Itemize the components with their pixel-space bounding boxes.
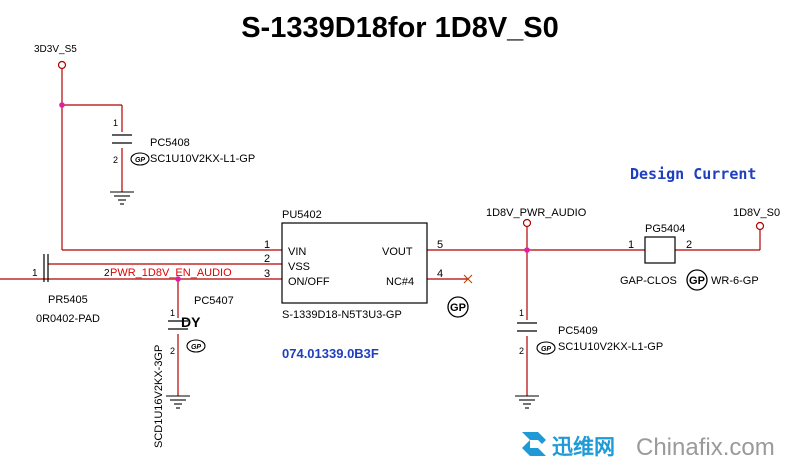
pu5402-pin-num-vin: 1: [264, 239, 270, 251]
net-label-pwr-audio: 1D8V_PWR_AUDIO: [486, 207, 587, 219]
page-title: S-1339D18for 1D8V_S0: [241, 12, 559, 44]
pu5402-ref: PU5402: [282, 209, 322, 221]
pu5402-pin-vin: VIN: [288, 246, 306, 258]
pu5402-body: [281, 222, 428, 304]
pc5408-value: SC1U10V2KX-L1-GP: [150, 153, 255, 165]
wires: [0, 68, 761, 396]
net-label-3d3v: 3D3V_S5: [34, 44, 77, 55]
pu5402-value: S-1339D18-N5T3U3-GP: [282, 309, 402, 321]
junctions: [59, 102, 530, 282]
junction-pwr-audio: [524, 247, 530, 253]
pc5409-gp-icon: GP: [536, 341, 556, 355]
gnd-symbol-pc5407: [166, 395, 190, 409]
pu5402-pin-num-onoff: 3: [264, 268, 270, 280]
pc5407-dy-flag: DY: [181, 314, 201, 330]
gnd-symbol-pc5408: [110, 191, 134, 205]
power-pin-1d8v-pwr-audio: [522, 218, 532, 228]
pu5402-pin-num-vss: 2: [264, 253, 270, 265]
pc5408-gp-text: GP: [135, 157, 145, 164]
watermark-brand-cn: 迅维网: [552, 435, 615, 459]
pg5404-value-left: GAP-CLOS: [620, 275, 677, 287]
pr5405-pin1: 1: [32, 268, 38, 279]
pu5402-gp-text: GP: [450, 302, 466, 314]
pu5402-pin-nc: NC#4: [386, 276, 414, 288]
pc5407-gp-text: GP: [191, 344, 201, 351]
pc5409-pin1: 1: [519, 308, 524, 318]
pg5404-body: [644, 236, 676, 264]
junction-pc5407: [175, 276, 181, 282]
watermark-logo-icon: [522, 432, 546, 456]
junction-pc5408: [59, 102, 65, 108]
watermark-brand-en: Chinafix.com: [636, 434, 775, 461]
pc5409-ref: PC5409: [558, 325, 598, 337]
pc5407-pin2: 2: [170, 346, 175, 356]
pc5408-capacitor: [112, 134, 132, 144]
nc-cross-icon: [463, 274, 473, 284]
pc5408-pin1: 1: [113, 118, 118, 128]
power-pin-1d8v-s0: [755, 221, 765, 231]
pc5409-value: SC1U10V2KX-L1-GP: [558, 341, 663, 353]
pc5409-gp-text: GP: [541, 346, 551, 353]
net-label-s0: 1D8V_S0: [733, 207, 780, 219]
pu5402-pin-onoff: ON/OFF: [288, 276, 330, 288]
pu5402-pin-vout: VOUT: [382, 246, 413, 258]
power-pin-3d3v: [57, 60, 67, 70]
pc5409-pin2: 2: [519, 346, 524, 356]
net-label-enable: PWR_1D8V_EN_AUDIO: [110, 267, 232, 279]
pg5404-value-right: WR-6-GP: [711, 275, 759, 287]
pr5405-ref: PR5405: [48, 294, 88, 306]
pu5402-gp-icon: GP: [447, 296, 469, 318]
pc5408-ref: PC5408: [150, 137, 190, 149]
pc5407-capacitor: [168, 320, 188, 330]
pc5408-pin2: 2: [113, 155, 118, 165]
pg5404-gp-icon: GP: [686, 269, 708, 291]
pr5405-value: 0R0402-PAD: [36, 313, 100, 325]
pu5402-pin-num-nc: 4: [437, 268, 443, 280]
pc5407-ref: PC5407: [194, 295, 234, 307]
pu5402-part-number: 074.01339.0B3F: [282, 346, 379, 361]
pc5407-value: SCD1U16V2KX-3GP: [153, 345, 165, 448]
pc5407-pin1: 1: [170, 308, 175, 318]
pc5407-gp-icon: GP: [186, 339, 206, 353]
pg5404-gp-text: GP: [689, 275, 705, 287]
pg5404-ref: PG5404: [645, 223, 685, 235]
gnd-symbol-pc5409: [515, 395, 539, 409]
pr5405-pin2: 2: [104, 268, 110, 279]
pr5405-resistor: [43, 254, 49, 282]
pg5404-pin2: 2: [686, 239, 692, 251]
design-current-note: Design Current: [630, 165, 756, 183]
pc5408-gp-icon: GP: [130, 152, 150, 166]
watermark: 迅维网 Chinafix.com: [518, 426, 792, 466]
pu5402-pin-num-vout: 5: [437, 239, 443, 251]
pu5402-pin-vss: VSS: [288, 261, 310, 273]
pc5409-capacitor: [517, 322, 537, 332]
pg5404-pin1: 1: [628, 239, 634, 251]
